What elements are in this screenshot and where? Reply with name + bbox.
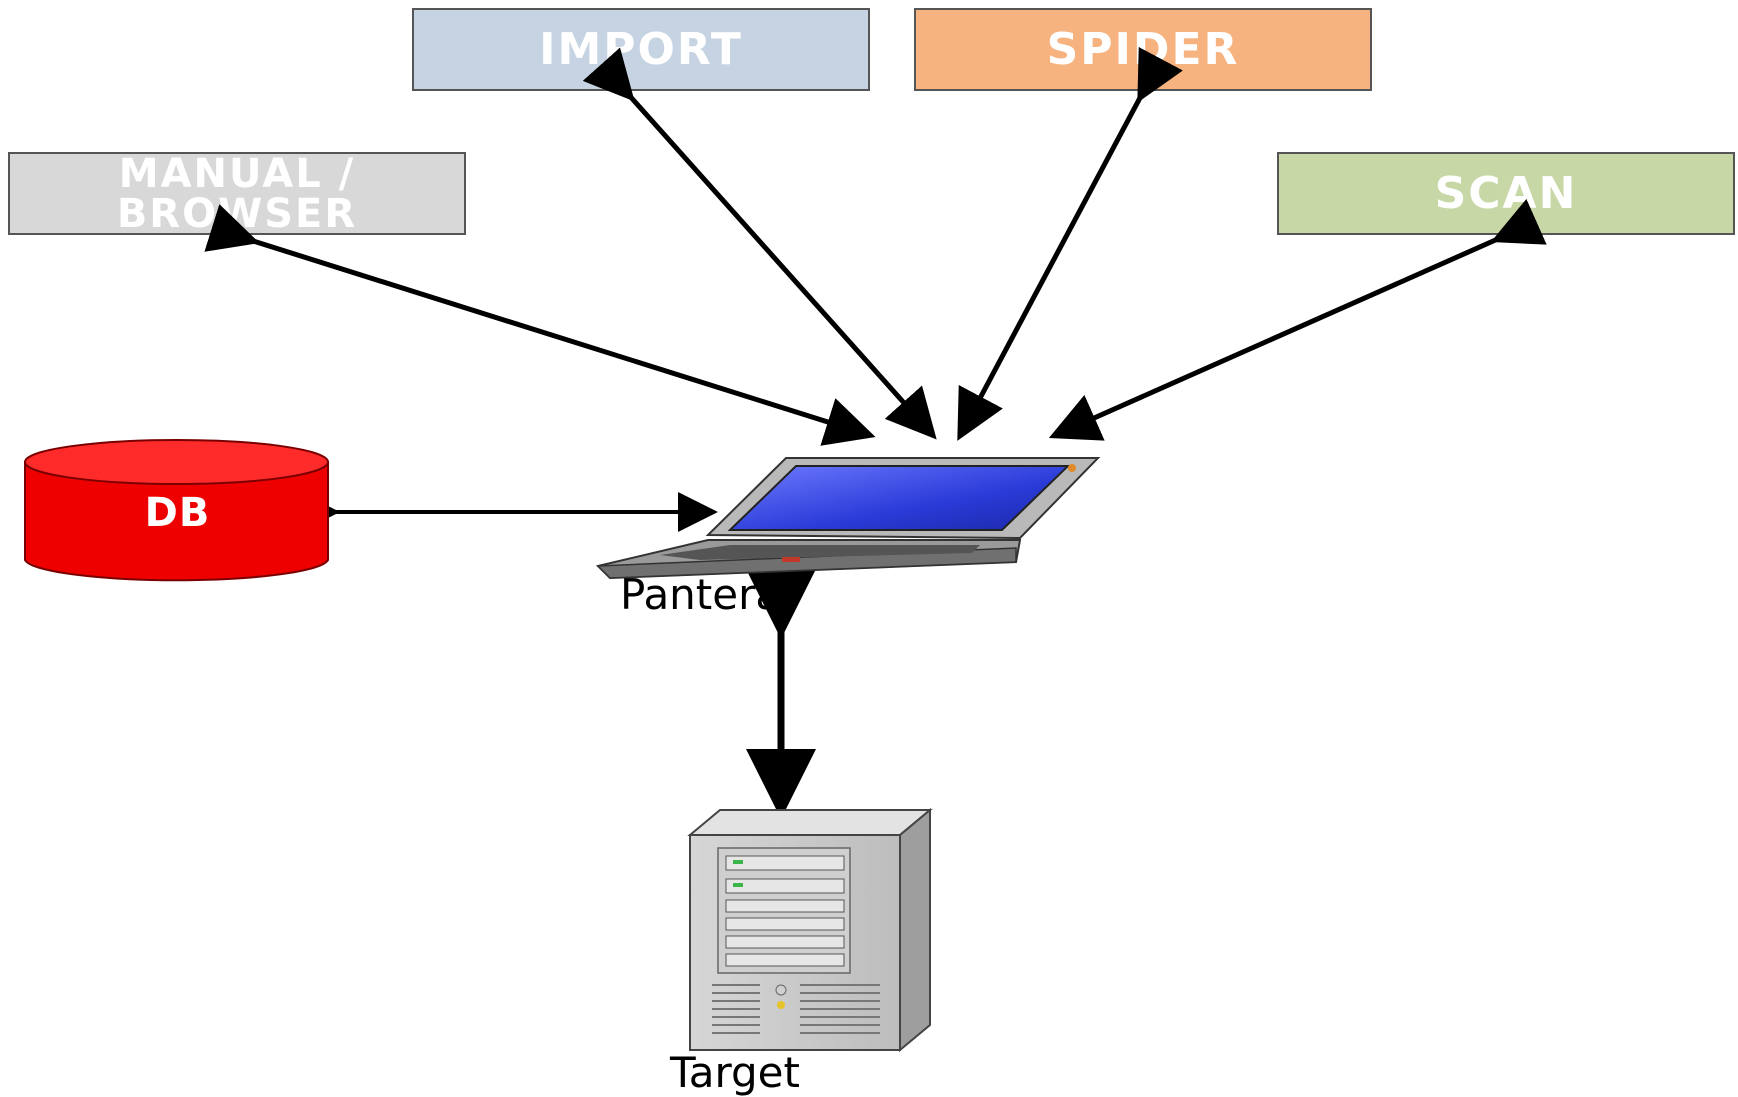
manual-label-line1: MANUAL /	[118, 150, 356, 197]
edge-scan-pantera	[1048, 198, 1547, 441]
database-cylinder-icon	[24, 439, 329, 582]
target-label: Target	[670, 1048, 800, 1097]
edge-spider-pantera	[957, 46, 1183, 441]
pantera-label: Pantera	[620, 570, 782, 619]
edge-manual-pantera	[204, 204, 876, 446]
db-label: DB	[144, 490, 211, 536]
server-tower-icon	[687, 807, 933, 1053]
edge-import-pantera	[582, 47, 937, 440]
laptop-icon	[596, 457, 1101, 580]
